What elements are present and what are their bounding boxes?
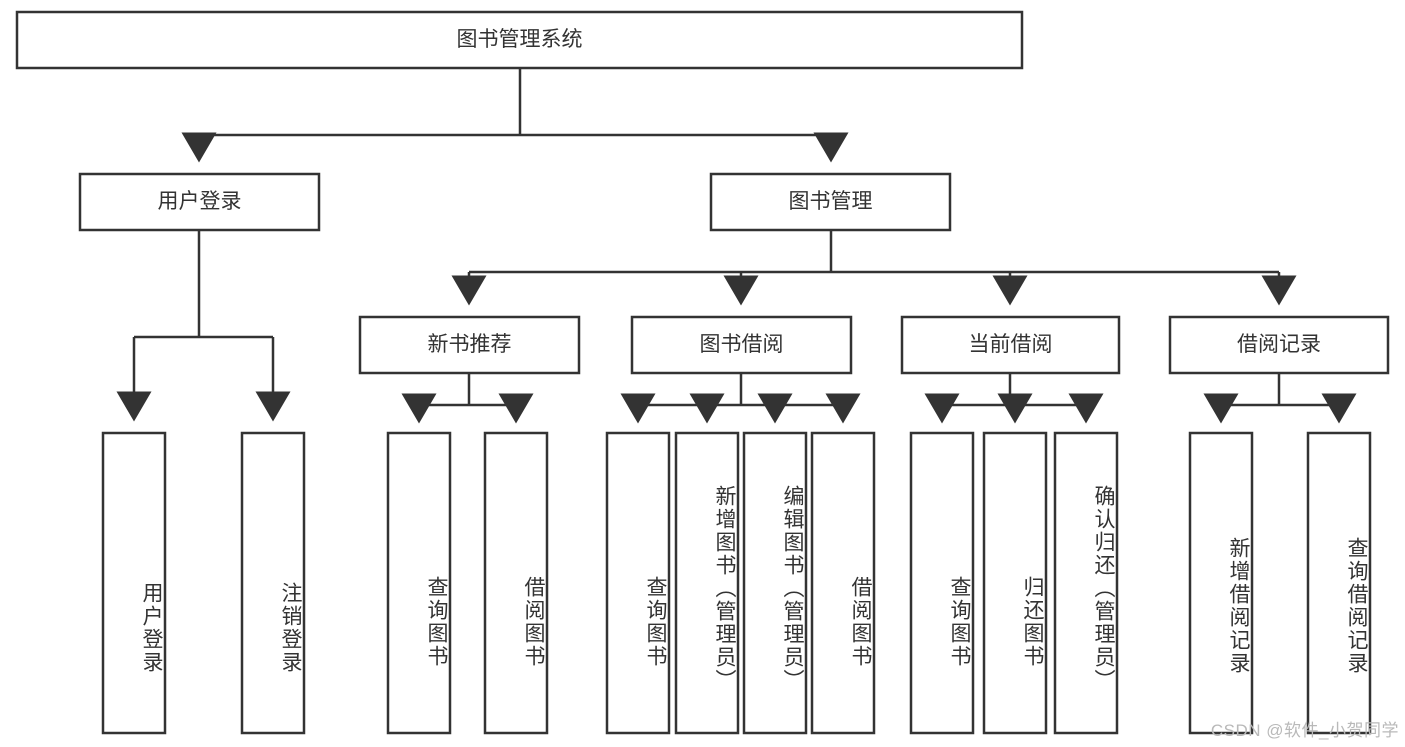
node-box-root[interactable] xyxy=(15,10,1024,70)
node-label-user-login: 用户登录 xyxy=(157,190,242,214)
connector-root-to-level2 xyxy=(181,68,849,163)
node-label-leaf-return-book: 归还图书 xyxy=(1021,576,1044,668)
node-box-leaf-add-record[interactable] xyxy=(1188,431,1254,735)
connector-new-book-recommend-to-leaves xyxy=(401,373,534,424)
node-box-leaf-query-record[interactable] xyxy=(1306,431,1372,735)
csdn-watermark: CSDN @软件_小贺同学 xyxy=(1210,721,1399,740)
connector-current-borrow-to-leaves xyxy=(924,373,1104,424)
node-box-leaf-edit-book[interactable] xyxy=(742,431,808,735)
node-box-leaf-query-book-borrow[interactable] xyxy=(605,431,671,735)
connector-book-manage-to-level3 xyxy=(451,230,1297,306)
node-box-leaf-confirm-return[interactable] xyxy=(1053,431,1119,735)
node-label-leaf-confirm-return: 确认归还（管理员） xyxy=(1092,484,1115,692)
node-label-leaf-edit-book: 编辑图书（管理员） xyxy=(781,484,804,692)
node-box-leaf-borrow-book-rec[interactable] xyxy=(483,431,549,735)
node-box-leaf-add-book[interactable] xyxy=(674,431,740,735)
connector-borrow-record-to-leaves xyxy=(1203,373,1357,424)
connector-book-borrow-to-leaves xyxy=(620,373,861,424)
node-label-leaf-query-record: 查询借阅记录 xyxy=(1345,536,1368,675)
node-label-leaf-add-record: 新增借阅记录 xyxy=(1227,536,1250,675)
connector-user-login-to-leaves xyxy=(116,230,291,422)
node-label-leaf-user-login: 用户登录 xyxy=(140,581,163,674)
node-label-book-borrow: 图书借阅 xyxy=(699,333,784,357)
node-label-leaf-query-book-borrow: 查询图书 xyxy=(644,576,667,668)
node-box-user-login[interactable] xyxy=(78,172,321,232)
node-box-leaf-user-logout[interactable] xyxy=(240,431,306,735)
node-label-leaf-borrow-book-rec: 借阅图书 xyxy=(522,576,545,668)
node-label-leaf-add-book: 新增图书（管理员） xyxy=(713,484,736,692)
node-box-current-borrow[interactable] xyxy=(900,315,1121,375)
node-box-leaf-query-book-rec[interactable] xyxy=(386,431,452,735)
node-box-leaf-user-login[interactable] xyxy=(101,431,167,735)
node-label-leaf-borrow-book: 借阅图书 xyxy=(849,576,872,668)
node-box-leaf-query-book-cur[interactable] xyxy=(909,431,975,735)
node-label-root: 图书管理系统 xyxy=(456,28,583,52)
node-box-new-book-recommend[interactable] xyxy=(358,315,581,375)
node-label-current-borrow: 当前借阅 xyxy=(968,333,1053,357)
node-label-leaf-query-book-cur: 查询图书 xyxy=(948,576,971,668)
node-label-leaf-query-book-rec: 查询图书 xyxy=(425,576,448,668)
node-label-borrow-record: 借阅记录 xyxy=(1237,333,1321,357)
node-box-leaf-borrow-book[interactable] xyxy=(810,431,876,735)
node-label-new-book-recommend: 新书推荐 xyxy=(427,333,512,357)
node-label-book-manage: 图书管理 xyxy=(788,190,873,214)
node-label-leaf-user-logout: 注销登录 xyxy=(279,581,302,674)
node-box-leaf-return-book[interactable] xyxy=(982,431,1048,735)
